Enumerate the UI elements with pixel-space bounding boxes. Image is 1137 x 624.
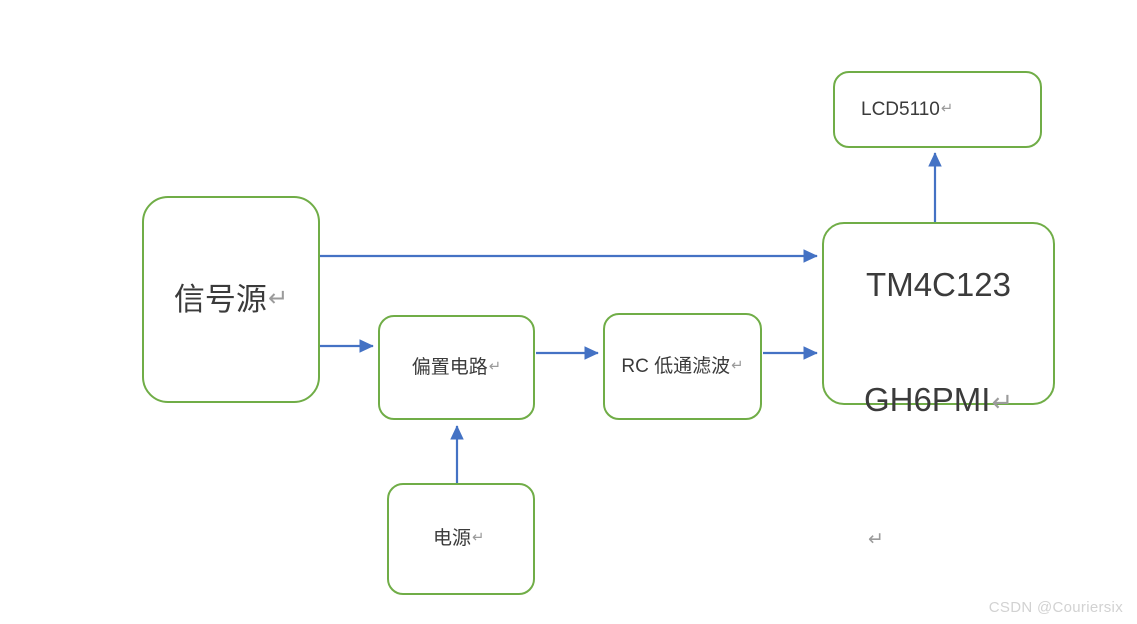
paragraph-mark-icon: ↵ (940, 100, 954, 117)
node-mcu-label: TM4C123 GH6PMI↵ (864, 198, 1013, 429)
node-power-supply[interactable]: 电源↵ (387, 483, 535, 595)
node-rc-low-pass-filter-label: RC 低通滤波 (621, 355, 731, 377)
paragraph-mark-icon: ↵ (267, 285, 289, 313)
node-bias-circuit[interactable]: 偏置电路↵ (378, 315, 535, 420)
paragraph-mark-icon: ↵ (472, 530, 485, 546)
node-mcu-label-line1: TM4C123 (866, 265, 1011, 303)
node-lcd5110[interactable]: LCD5110↵ (833, 71, 1042, 148)
node-mcu-tm4c123[interactable]: TM4C123 GH6PMI↵ (822, 222, 1055, 418)
node-power-supply-label: 电源 (433, 528, 472, 550)
node-bias-circuit-label: 偏置电路 (411, 356, 488, 378)
node-mcu-label-line2: GH6PMI (863, 381, 991, 419)
paragraph-mark-icon: ↵ (488, 358, 502, 375)
stray-paragraph-mark-icon: ↵ (868, 529, 884, 550)
paragraph-mark-icon: ↵ (991, 389, 1014, 418)
node-rc-low-pass-filter[interactable]: RC 低通滤波↵ (603, 313, 762, 420)
node-signal-source[interactable]: 信号源↵ (142, 196, 320, 403)
node-lcd5110-label: LCD5110 (861, 98, 940, 120)
paragraph-mark-icon: ↵ (731, 357, 744, 374)
csdn-watermark: CSDN @Couriersix (988, 599, 1123, 616)
node-signal-source-label: 信号源 (173, 281, 267, 317)
